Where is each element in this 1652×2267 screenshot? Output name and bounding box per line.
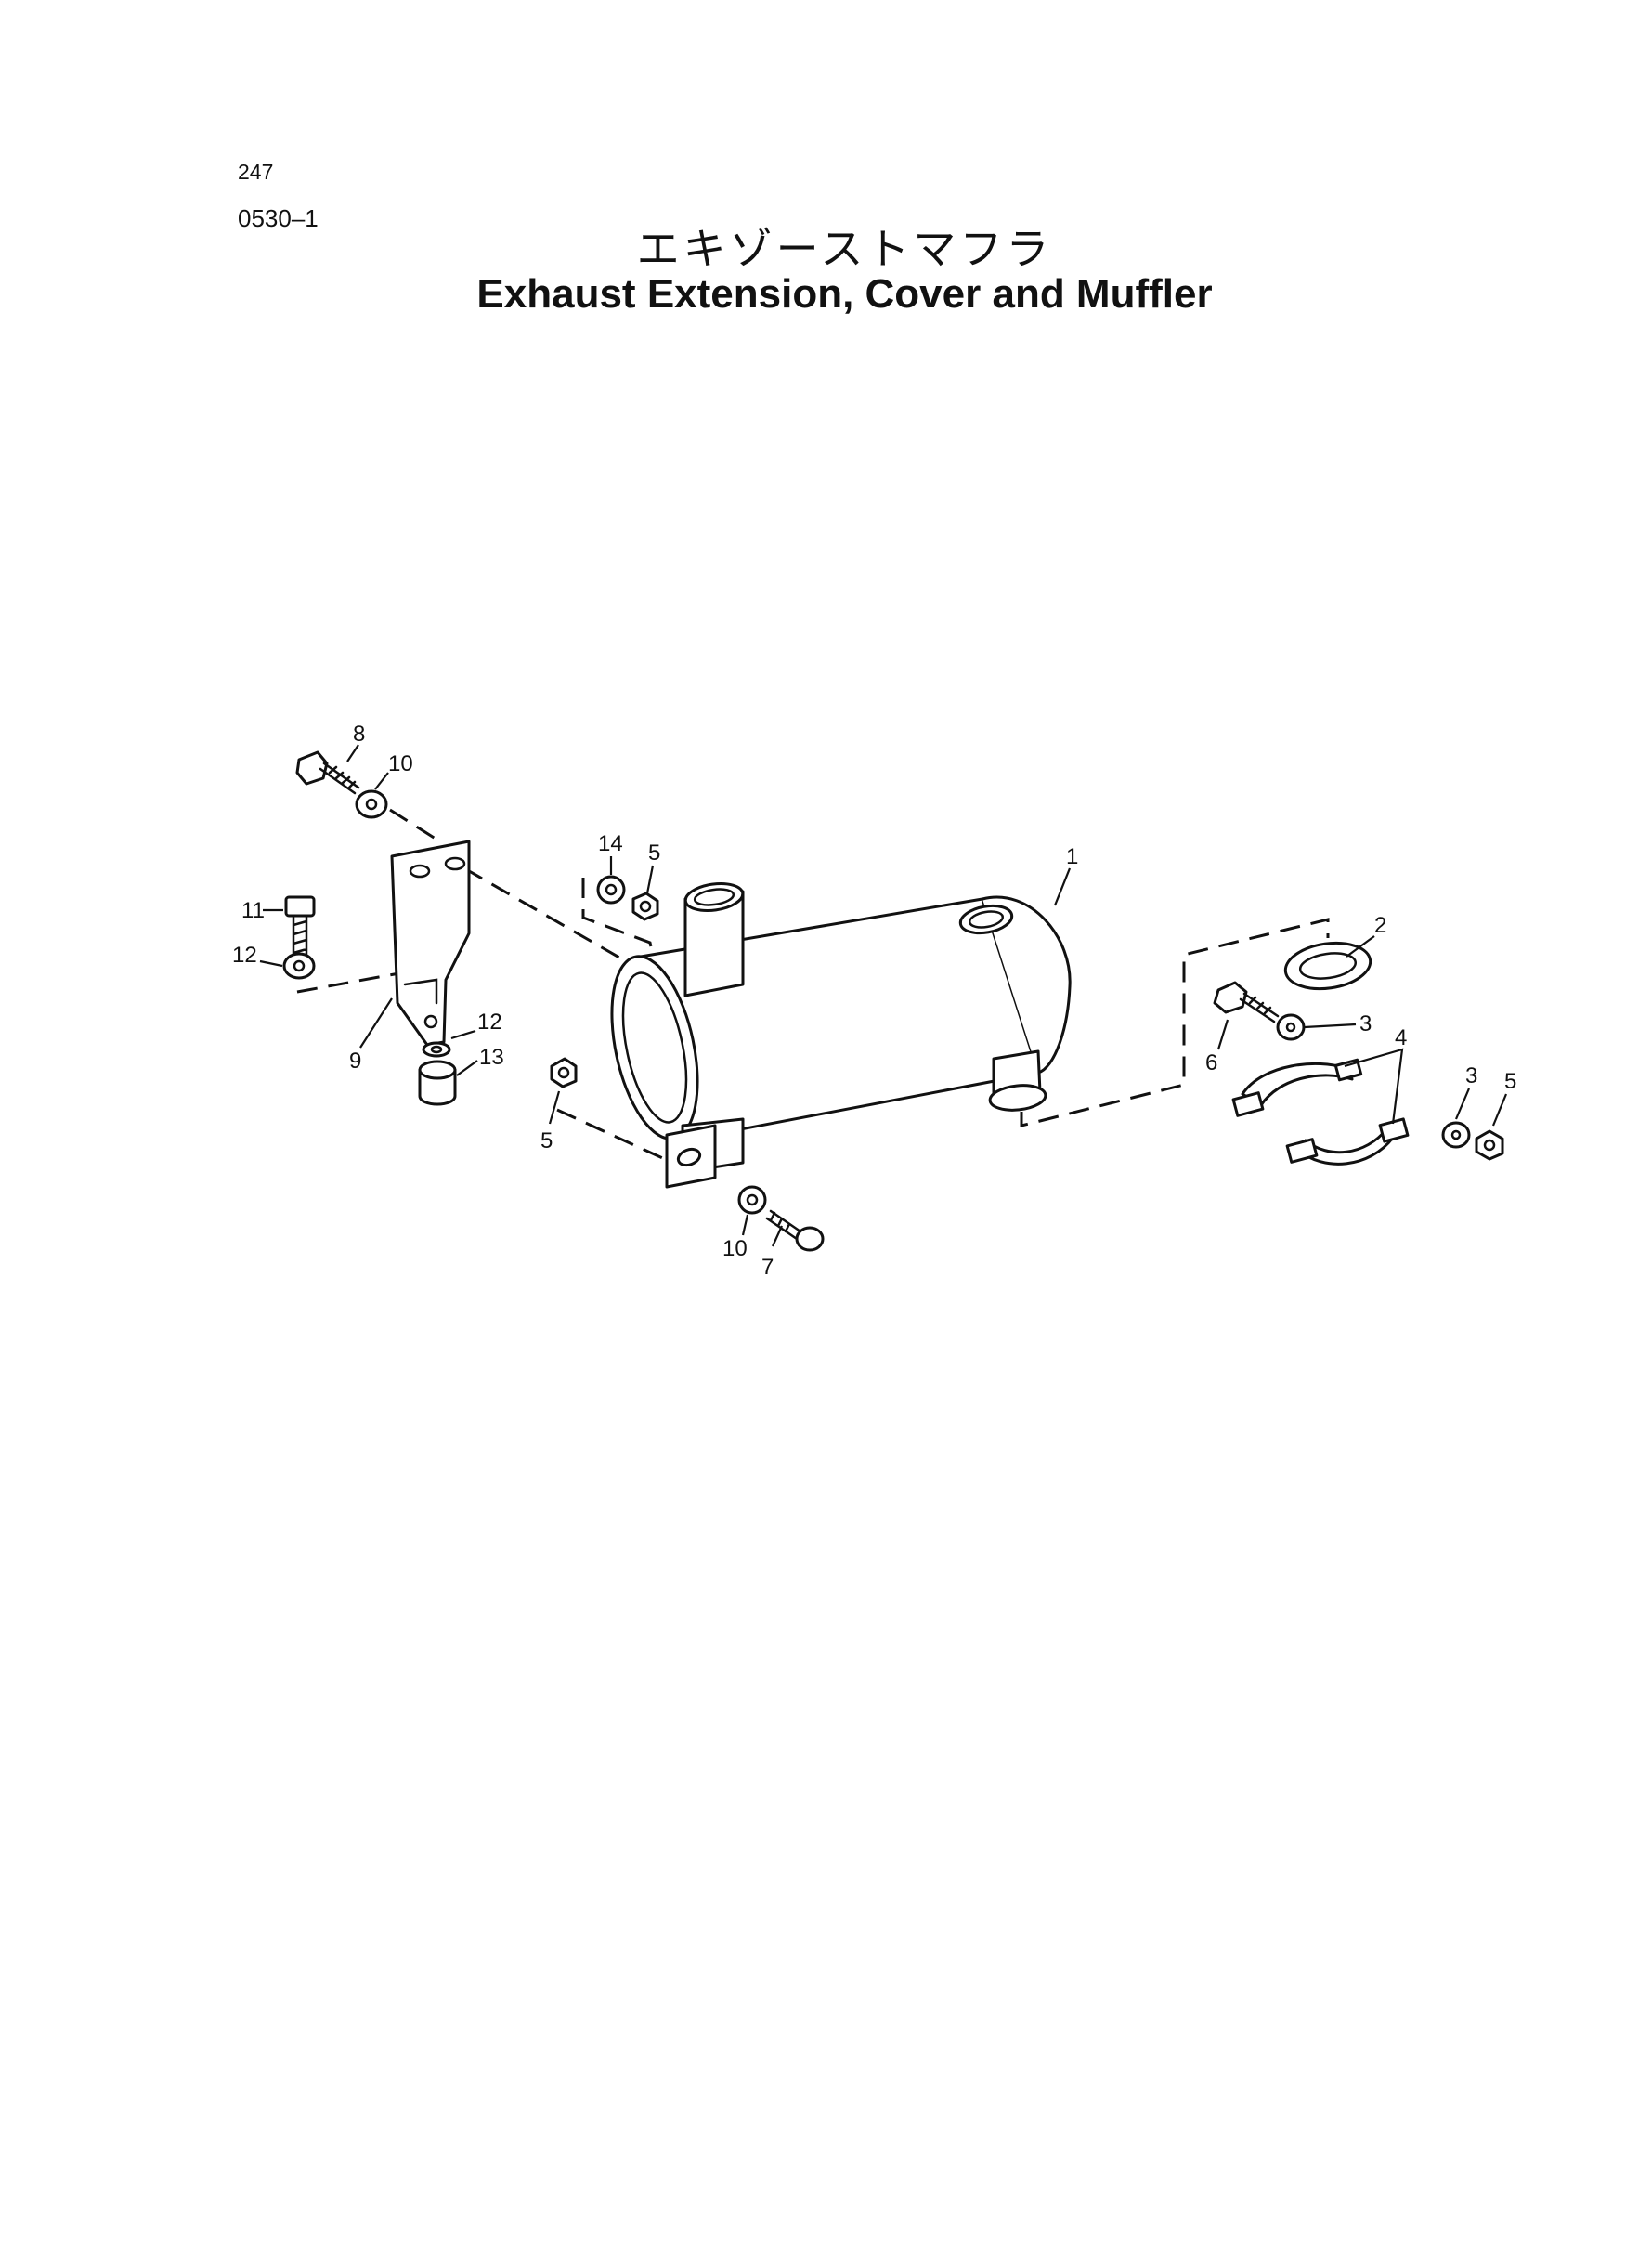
callout-1: 1: [1066, 844, 1078, 869]
washer-left: [282, 952, 316, 980]
leader-lines: [259, 744, 1508, 1247]
callout-7: 7: [761, 1255, 774, 1280]
bracket: [390, 840, 471, 1047]
callout-11: 11: [241, 898, 265, 923]
callout-3-upper: 3: [1359, 1011, 1372, 1036]
bolt-small: [284, 895, 316, 958]
callout-5-top: 5: [648, 840, 660, 866]
callout-5-right: 5: [1504, 1069, 1516, 1094]
callout-13: 13: [479, 1045, 504, 1070]
callout-2: 2: [1374, 913, 1386, 938]
washer-nut-top: [596, 875, 626, 905]
bolt-top: [295, 750, 360, 795]
callout-10-lower: 10: [722, 1236, 748, 1261]
washer-lower: [737, 1185, 767, 1215]
title-japanese: エキゾーストマフラ: [636, 224, 1053, 274]
callout-9: 9: [349, 1049, 361, 1074]
clamp: [1231, 1058, 1410, 1166]
callout-5-left: 5: [540, 1128, 553, 1153]
callout-14: 14: [598, 831, 623, 856]
washer-lower-right: [1441, 1121, 1471, 1149]
nut-top: [631, 892, 659, 921]
callout-8: 8: [353, 722, 365, 747]
page-number: 247: [238, 160, 274, 184]
callout-12-left: 12: [232, 943, 257, 968]
rubber-mount: [418, 1060, 457, 1106]
callout-4: 4: [1395, 1025, 1407, 1050]
washer-bracket: [422, 1041, 451, 1058]
nut-right: [1475, 1129, 1504, 1161]
callout-10-top: 10: [388, 751, 413, 776]
bolt-lower: [765, 1209, 825, 1252]
muffler: [610, 881, 1072, 1189]
bolt-clamp: [1213, 981, 1280, 1023]
washer-upper-right: [1276, 1013, 1306, 1041]
section-code: 0530–1: [238, 204, 319, 232]
callout-6: 6: [1205, 1050, 1217, 1075]
washer-top: [355, 789, 388, 819]
nut-left: [550, 1057, 578, 1088]
callout-numbers: 1 2 3 4 6 3 5 8 10 11 12 12 13 9 14 5 5 …: [232, 722, 1516, 1280]
callout-12-bracket: 12: [477, 1010, 502, 1035]
title-english: Exhaust Extension, Cover and Muffler: [476, 271, 1213, 317]
callout-3-lower: 3: [1465, 1063, 1477, 1088]
